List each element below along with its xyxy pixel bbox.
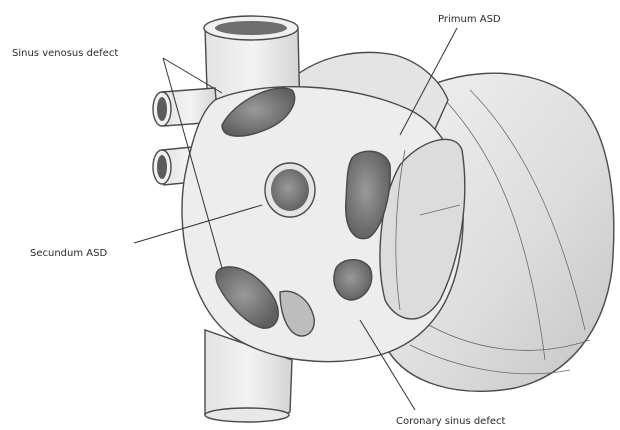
label-coronary-sinus-defect: Coronary sinus defect xyxy=(396,416,506,427)
label-sinus-venosus-defect: Sinus venosus defect xyxy=(12,48,118,59)
secundum-hole xyxy=(265,163,315,217)
label-secundum-asd: Secundum ASD xyxy=(30,248,107,259)
label-primum-asd: Primum ASD xyxy=(438,14,501,25)
